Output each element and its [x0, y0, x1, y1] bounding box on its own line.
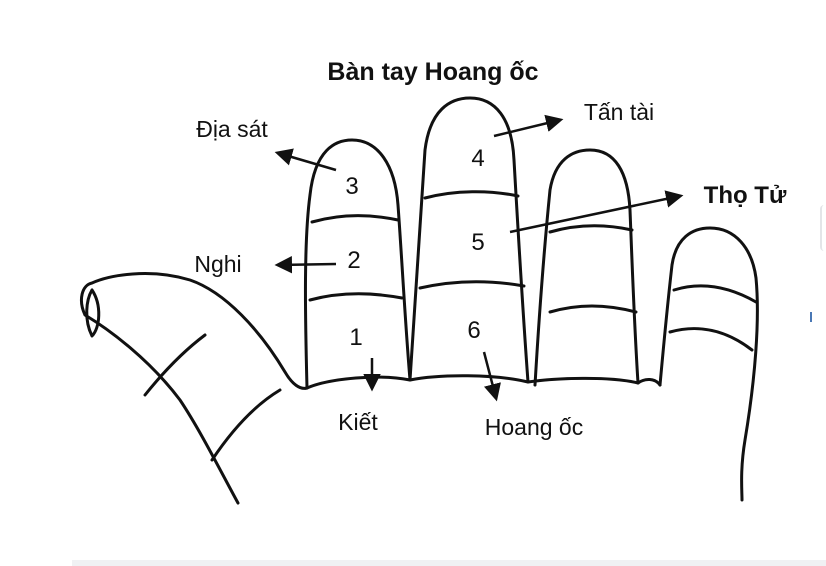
little-finger-outline — [658, 226, 759, 502]
position-number-4: 4 — [471, 145, 484, 172]
index-crease-1 — [310, 214, 400, 224]
arrow-hoang-oc — [482, 351, 501, 402]
index-crease-2 — [308, 292, 404, 302]
middle-finger-outline — [408, 96, 530, 384]
little-crease-1 — [672, 284, 758, 304]
ring-crease-1 — [548, 224, 634, 234]
thumb-crease-1 — [143, 333, 207, 397]
footer-bar — [72, 560, 826, 566]
position-number-2: 2 — [347, 247, 360, 274]
label-dia-sat: Địa sát — [196, 116, 268, 142]
position-number-6: 6 — [467, 317, 480, 344]
hand-outline — [80, 96, 759, 505]
position-number-3: 3 — [345, 173, 358, 200]
arrow-tho-tu — [509, 190, 684, 234]
ring-finger-outline — [533, 148, 640, 387]
thumb-outline — [80, 272, 309, 505]
page-edge-decoration — [820, 205, 826, 251]
label-nghi: Nghi — [194, 251, 241, 277]
arrow-tan-tai — [493, 114, 564, 138]
label-hoang-oc: Hoang ốc — [485, 414, 583, 440]
ring-crease-2 — [548, 304, 638, 314]
label-kiet: Kiết — [338, 409, 378, 435]
arrow-dia-sat — [274, 148, 337, 172]
palm-base-line — [305, 374, 662, 390]
position-number-1: 1 — [349, 324, 362, 351]
page-edge-marker — [810, 312, 812, 322]
position-number-5: 5 — [471, 229, 484, 256]
little-crease-2 — [668, 327, 754, 352]
middle-crease-2 — [418, 280, 526, 290]
index-finger-outline — [303, 138, 412, 390]
label-tho-tu: Thọ Tử — [704, 182, 787, 209]
thumb-nail — [85, 288, 101, 338]
arrow-nghi — [274, 256, 337, 274]
label-tan-tai: Tấn tài — [584, 99, 654, 125]
diagram-title: Bàn tay Hoang ốc — [327, 58, 538, 86]
thumb-crease-2 — [210, 388, 282, 462]
middle-crease-1 — [423, 190, 520, 200]
